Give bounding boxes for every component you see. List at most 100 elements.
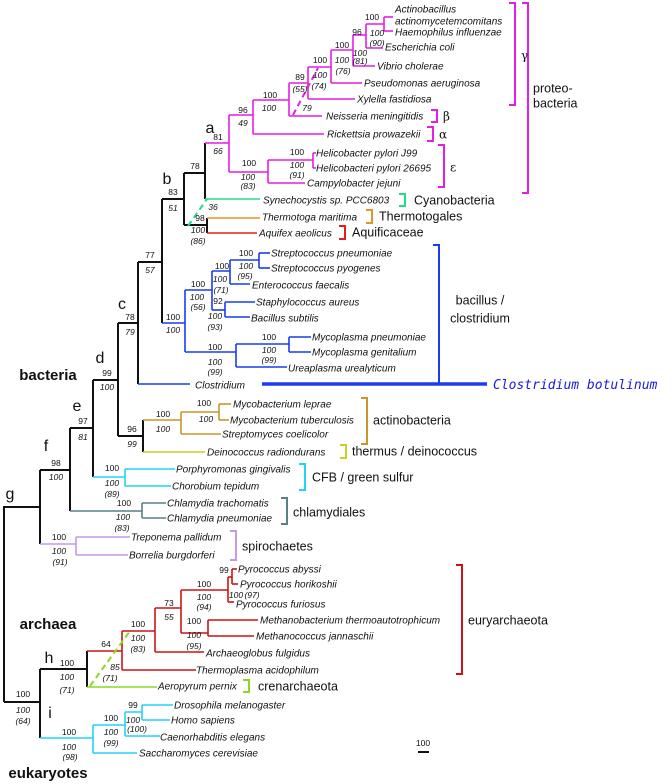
support-value: 49	[238, 118, 248, 128]
support-value: 100	[116, 512, 130, 522]
support-value: (97)	[244, 590, 259, 600]
support-value: (98)	[62, 752, 77, 762]
clade-letter-g: g	[6, 486, 15, 503]
group-label: γ	[521, 49, 528, 63]
support-value: 100	[62, 727, 76, 737]
taxon-label: Ureaplasma urealyticum	[288, 364, 396, 375]
support-value: (83)	[114, 523, 129, 533]
group-label: thermus / deinococcus	[352, 445, 477, 459]
taxon-label: Deinococcus radiondurans	[207, 448, 325, 459]
taxon-label: Aeropyrum pernix	[157, 682, 238, 693]
support-value: (91)	[52, 557, 67, 567]
taxon-label: Methanobacterium thermoautotrophicum	[260, 616, 440, 627]
support-value: 36	[208, 202, 218, 212]
support-value: 100	[365, 12, 379, 22]
domain-label-eukaryotes: eukaryotes	[8, 765, 87, 782]
support-value: 100	[353, 48, 367, 58]
taxon-label: Mycobacterium leprae	[233, 400, 332, 411]
support-value: 100	[52, 532, 66, 542]
taxon-label: Archaeoglobus fulgidus	[205, 649, 310, 660]
support-value: (64)	[15, 716, 30, 726]
group-label: ε	[450, 161, 456, 175]
support-value: 100	[199, 414, 213, 424]
group-label: bacillus /	[456, 294, 505, 308]
support-value: 73	[164, 598, 174, 608]
support-value: (71)	[102, 673, 117, 683]
support-value: (74)	[311, 81, 326, 91]
taxon-label: Caenorhabditis elegans	[160, 733, 265, 744]
taxon-label: Escherichia coli	[385, 43, 455, 54]
support-value: 99	[128, 700, 138, 710]
group-bracket	[230, 530, 237, 561]
support-value: 99	[127, 439, 137, 449]
tree-labels: ActinobacillusactinomycetemcomitansHaemo…	[6, 5, 658, 783]
group-bracket	[361, 397, 368, 445]
support-value: 96	[352, 27, 362, 37]
support-value: (95)	[186, 641, 201, 651]
group-label: euryarchaeota	[468, 614, 548, 628]
support-value: 100	[62, 742, 76, 752]
group-label: proteo-	[533, 82, 573, 96]
support-value: 78	[190, 161, 200, 171]
group-bracket	[281, 497, 288, 525]
support-value: 100	[16, 705, 30, 715]
support-value: 100	[187, 616, 201, 626]
support-value: 83	[168, 187, 178, 197]
group-label: Thermotogales	[379, 210, 462, 224]
group-bracket	[340, 444, 347, 459]
taxon-label: Bacillus subtilis	[251, 314, 319, 325]
taxon-label: Synechocystis sp. PCC6803	[263, 196, 390, 207]
group-bracket	[431, 109, 438, 123]
support-value: 100	[49, 472, 63, 482]
support-value: 79	[125, 327, 135, 337]
clade-letter-c: c	[118, 296, 126, 313]
support-value: 100	[242, 158, 256, 168]
taxon-label: Saccharomyces cerevisiae	[139, 749, 258, 760]
support-value: (94)	[196, 602, 211, 612]
taxon-label: Campylobacter jejuni	[307, 179, 401, 190]
tree-branches	[3, 16, 487, 754]
taxon-label: Mycoplasma genitalium	[312, 348, 417, 359]
support-value: 78	[125, 312, 135, 322]
group-label: chlamydiales	[293, 506, 365, 520]
taxon-label: Homo sapiens	[171, 716, 235, 727]
group-bracket	[522, 2, 529, 194]
support-value: 77	[145, 250, 155, 260]
support-value: 100	[197, 579, 211, 589]
support-value: 100	[335, 40, 349, 50]
group-bracket	[456, 564, 463, 675]
taxon-label: Chorobium tepidum	[172, 482, 259, 493]
support-value: 79	[302, 103, 312, 113]
taxon-label: Clostridium	[195, 381, 245, 392]
support-value: 100	[100, 382, 114, 392]
support-value: 51	[168, 203, 178, 213]
support-value: (99)	[103, 738, 118, 748]
support-value: 100	[208, 342, 222, 352]
group-label: crenarchaeota	[258, 680, 338, 694]
support-value: (83)	[240, 181, 255, 191]
support-value: 100	[213, 274, 227, 284]
support-value: 100	[117, 498, 131, 508]
support-value: 97	[78, 416, 88, 426]
support-value: 100	[190, 292, 204, 302]
support-value: 100	[262, 332, 276, 342]
clade-letter-e: e	[73, 398, 82, 415]
support-value: (91)	[289, 170, 304, 180]
group-brackets	[230, 2, 529, 693]
domain-label-archaea: archaea	[20, 616, 77, 633]
taxon-label: Drosophila melanogaster	[174, 701, 286, 712]
support-value: 100	[313, 70, 327, 80]
support-value: 100	[52, 546, 66, 556]
taxon-label: Streptococcus pneumoniae	[271, 249, 393, 260]
support-value: 100	[290, 160, 304, 170]
taxon-label: Helicobacter pylori J99	[316, 149, 418, 160]
support-value: (99)	[261, 355, 276, 365]
taxon-label: Mycoplasma pneumoniae	[312, 333, 426, 344]
support-value: 100	[187, 630, 201, 640]
support-value: 55	[164, 612, 174, 622]
support-value: 100	[131, 619, 145, 629]
support-value: 100	[60, 658, 74, 668]
taxon-label: Thermotoga maritima	[262, 213, 357, 224]
support-value: 100	[208, 311, 222, 321]
group-bracket	[438, 144, 445, 188]
